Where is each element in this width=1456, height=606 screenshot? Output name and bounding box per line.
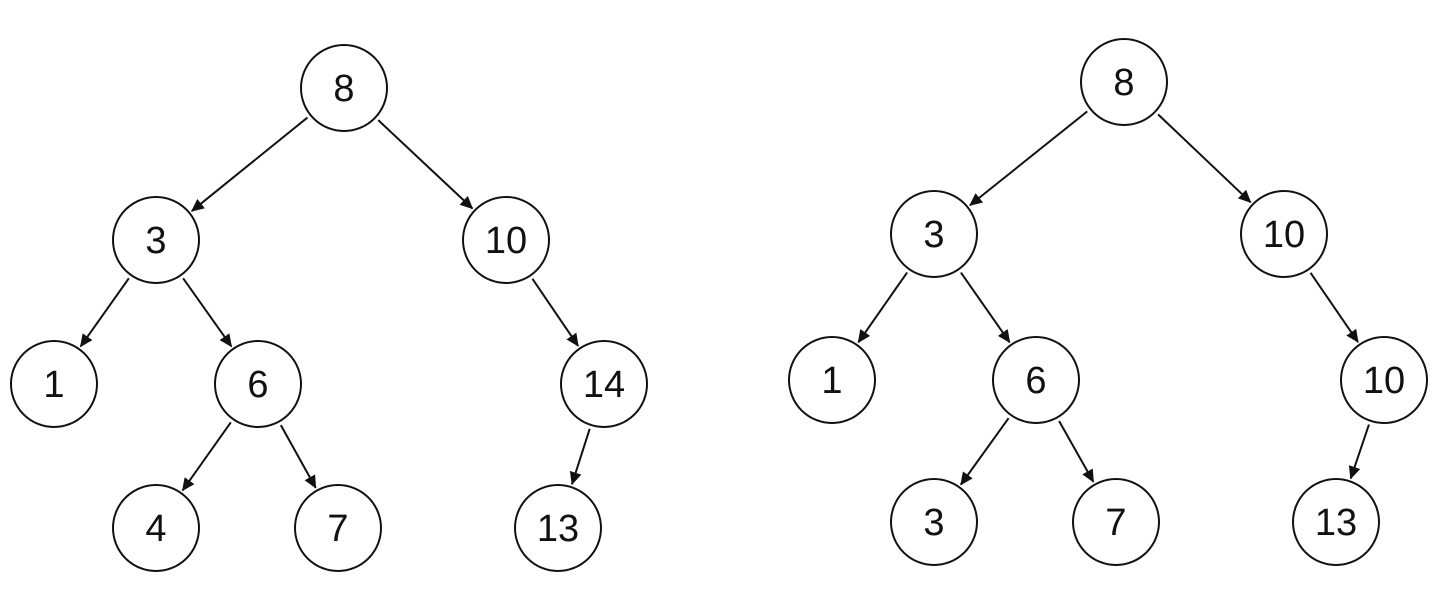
tree-node: 3 bbox=[890, 190, 978, 278]
edge-arrow bbox=[969, 110, 1088, 207]
edge-arrow bbox=[190, 116, 309, 212]
node-label: 8 bbox=[333, 68, 354, 110]
node-label: 3 bbox=[923, 214, 944, 256]
edge-arrow bbox=[569, 428, 591, 486]
node-circle bbox=[300, 44, 388, 132]
tree-node: 13 bbox=[514, 484, 602, 572]
tree-node: 1 bbox=[10, 340, 98, 428]
tree-node: 8 bbox=[1080, 38, 1168, 126]
edge-arrow bbox=[1058, 420, 1095, 483]
edge-arrow bbox=[279, 424, 317, 489]
tree-node: 8 bbox=[300, 44, 388, 132]
node-circle bbox=[294, 484, 382, 572]
edge-arrow bbox=[1348, 424, 1370, 480]
node-label: 10 bbox=[1263, 214, 1305, 256]
node-circle bbox=[1080, 38, 1168, 126]
tree-node: 7 bbox=[294, 484, 382, 572]
edge-arrow bbox=[79, 277, 130, 348]
node-circle bbox=[1292, 478, 1380, 566]
nodes-layer: 8 3 10 1 6 14 4 7 13 8 3 10 1 6 10 3 7 13 bbox=[10, 38, 1428, 572]
edge-arrow bbox=[960, 417, 1010, 486]
node-label: 10 bbox=[1363, 360, 1405, 402]
tree-node: 6 bbox=[992, 336, 1080, 424]
node-label: 3 bbox=[923, 502, 944, 544]
tree-node: 10 bbox=[1240, 190, 1328, 278]
tree-node: 13 bbox=[1292, 478, 1380, 566]
node-label: 7 bbox=[327, 508, 348, 550]
node-label: 1 bbox=[43, 364, 64, 406]
tree-node: 7 bbox=[1072, 478, 1160, 566]
node-label: 10 bbox=[485, 220, 527, 262]
edge-arrow bbox=[1157, 113, 1252, 204]
tree-node: 3 bbox=[112, 196, 200, 284]
tree-node: 3 bbox=[890, 478, 978, 566]
node-circle bbox=[112, 196, 200, 284]
node-label: 13 bbox=[537, 508, 579, 550]
node-label: 8 bbox=[1113, 62, 1134, 104]
tree-node: 4 bbox=[112, 484, 200, 572]
edge-arrow bbox=[182, 277, 233, 348]
node-circle bbox=[514, 484, 602, 572]
edge-arrow bbox=[531, 278, 579, 347]
node-circle bbox=[1240, 190, 1328, 278]
node-circle bbox=[890, 190, 978, 278]
edge-arrow bbox=[181, 421, 232, 492]
node-circle bbox=[1340, 336, 1428, 424]
edges-layer bbox=[79, 110, 1370, 492]
tree-node: 1 bbox=[788, 336, 876, 424]
node-label: 13 bbox=[1315, 502, 1357, 544]
node-label: 7 bbox=[1105, 502, 1126, 544]
node-circle bbox=[112, 484, 200, 572]
tree-node: 6 bbox=[214, 340, 302, 428]
edge-arrow bbox=[960, 271, 1011, 344]
node-label: 6 bbox=[247, 364, 268, 406]
tree-node: 10 bbox=[1340, 336, 1428, 424]
node-circle bbox=[10, 340, 98, 428]
node-label: 4 bbox=[145, 508, 166, 550]
node-circle bbox=[560, 340, 648, 428]
node-circle bbox=[214, 340, 302, 428]
node-circle bbox=[788, 336, 876, 424]
node-label: 6 bbox=[1025, 360, 1046, 402]
edge-arrow bbox=[377, 119, 474, 210]
node-circle bbox=[462, 196, 550, 284]
node-circle bbox=[1072, 478, 1160, 566]
node-label: 14 bbox=[583, 364, 625, 406]
edge-arrow bbox=[857, 271, 908, 344]
node-circle bbox=[890, 478, 978, 566]
tree-node: 10 bbox=[462, 196, 550, 284]
node-circle bbox=[992, 336, 1080, 424]
node-label: 3 bbox=[145, 220, 166, 262]
tree-node: 14 bbox=[560, 340, 648, 428]
node-label: 1 bbox=[821, 360, 842, 402]
edge-arrow bbox=[1309, 272, 1359, 343]
